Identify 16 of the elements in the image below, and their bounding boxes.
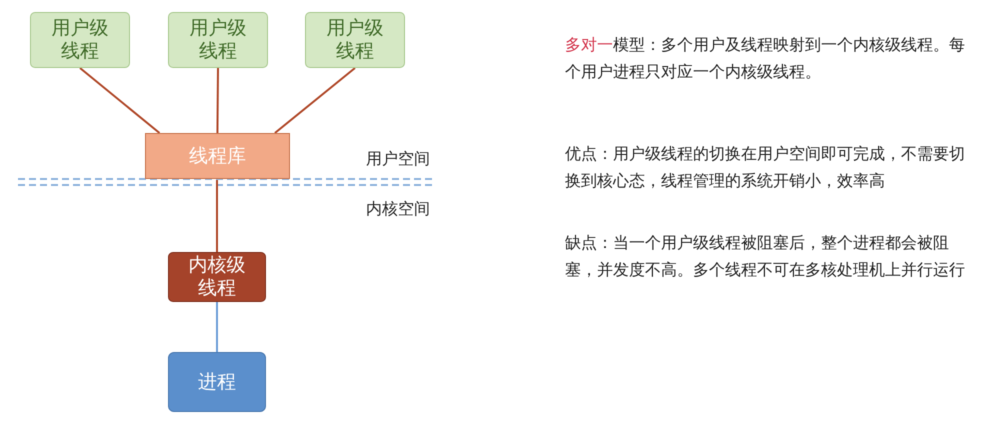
connector-line <box>216 302 218 352</box>
process-box: 进程 <box>168 352 266 412</box>
description-text: 优点：用户级线程的切换在用户空间即可完成，不需要切换到核心态，线程管理的系统开销小，效率高 <box>565 143 966 192</box>
description-text: 缺点：当一个用户级线程被阻塞后，整个进程都会被阻塞，并发度不高。多个线程不可在多核处理机上并行运行 <box>565 232 966 281</box>
library-box: 线程库 <box>145 133 290 179</box>
connector-line <box>274 67 356 134</box>
thread-box: 用户级线程 <box>30 12 130 68</box>
connector-line <box>216 68 219 134</box>
region-label: 用户空间 <box>366 148 431 170</box>
thread-box: 用户级线程 <box>305 12 405 68</box>
thread-box: 用户级线程 <box>168 12 268 68</box>
description-text: 多对一模型：多个用户及线程映射到一个内核级线程。每个用户进程只对应一个内核级线程。 <box>565 34 966 83</box>
connector-line <box>79 67 160 134</box>
region-label: 内核空间 <box>366 198 431 220</box>
connector-line <box>216 180 218 252</box>
kernel-thread-box: 内核级线程 <box>168 252 266 302</box>
